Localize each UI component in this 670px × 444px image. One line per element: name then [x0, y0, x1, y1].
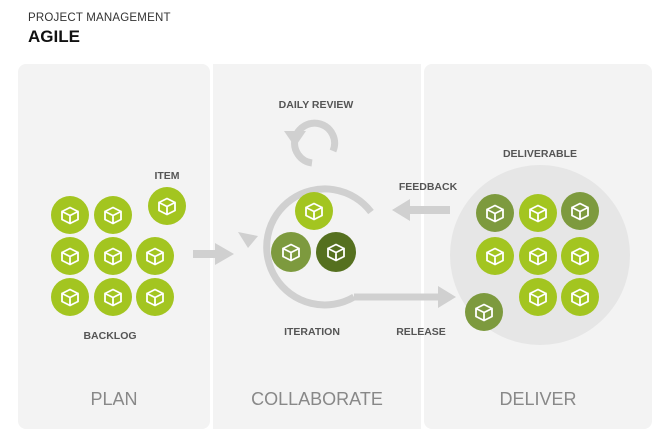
iteration-cycle-arrow	[238, 185, 374, 309]
backlog-label: BACKLOG	[83, 330, 136, 342]
deliverable-item	[561, 192, 599, 230]
item-label: ITEM	[154, 170, 179, 182]
release-label: RELEASE	[396, 326, 446, 338]
iteration-label: ITERATION	[284, 326, 340, 338]
phase-deliver: DELIVER	[499, 389, 576, 409]
backlog-item	[136, 278, 174, 316]
deliverable-item	[476, 237, 514, 275]
deliverable-item	[476, 194, 514, 232]
backlog-item	[94, 237, 132, 275]
feedback-label: FEEDBACK	[399, 181, 458, 193]
daily-review-loop-arrow	[284, 119, 339, 167]
header-subtitle: PROJECT MANAGEMENT	[28, 12, 171, 24]
phase-collaborate: COLLABORATE	[251, 389, 383, 409]
daily-review-label: DAILY REVIEW	[279, 99, 354, 111]
deliverable-item	[519, 194, 557, 232]
header-title: AGILE	[28, 27, 80, 46]
backlog-item	[51, 237, 89, 275]
iteration-item	[295, 192, 333, 230]
backlog-item	[94, 196, 132, 234]
deliverable-label: DELIVERABLE	[503, 148, 577, 160]
backlog-item	[136, 237, 174, 275]
deliverable-item	[561, 237, 599, 275]
plan-to-collaborate-arrow	[193, 243, 234, 265]
release-arrow	[354, 286, 456, 308]
iteration-item	[271, 232, 311, 272]
deliverable-item	[519, 237, 557, 275]
deliverable-item	[561, 278, 599, 316]
iteration-item	[316, 232, 356, 272]
backlog-item	[94, 278, 132, 316]
feedback-arrow	[392, 199, 450, 221]
single-item	[148, 187, 186, 225]
backlog-item	[51, 196, 89, 234]
phase-plan: PLAN	[90, 389, 137, 409]
backlog-item	[51, 278, 89, 316]
released-item	[465, 293, 503, 331]
deliverable-item	[519, 278, 557, 316]
